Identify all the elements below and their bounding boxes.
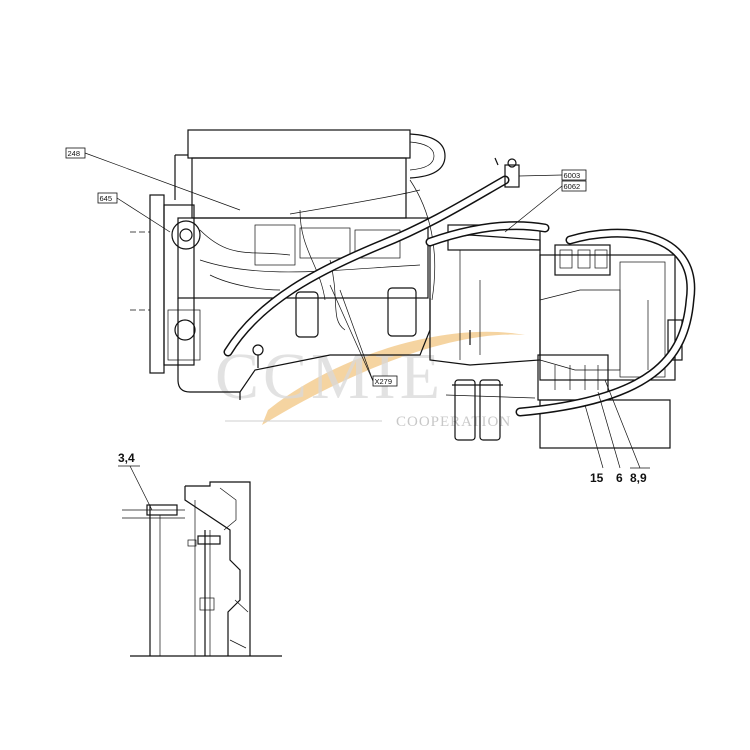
cylinder-head	[191, 157, 407, 219]
callout-645-label: 645	[100, 194, 113, 203]
valve-cover	[187, 129, 411, 159]
oil-pan	[177, 298, 431, 393]
callouts: 248 645 6003 6062 X279	[65, 147, 587, 387]
valve-block	[554, 244, 611, 276]
callout-6003-label: 6003	[564, 171, 581, 180]
callout-6062-label: 6062	[564, 182, 581, 191]
detail-view	[122, 481, 282, 657]
callout-6003: 6003	[518, 169, 587, 181]
transmission-assembly	[425, 221, 696, 449]
callout-6062: 6062	[504, 180, 587, 233]
cooler-right	[479, 379, 501, 441]
item-6: 6	[616, 471, 623, 485]
radiator-fan	[149, 194, 165, 374]
watermark: CCMIE COOPERATION	[215, 331, 525, 430]
control-unit	[537, 354, 609, 401]
fuel-filter	[387, 287, 417, 337]
callout-248-label: 248	[68, 149, 81, 158]
watermark-brand: CCMIE	[215, 340, 444, 413]
watermark-tagline: COOPERATION	[396, 414, 511, 430]
intake-elbow	[409, 133, 446, 179]
front-cover	[163, 204, 195, 366]
flywheel-housing	[429, 234, 541, 366]
item-8-9: 8,9	[630, 471, 647, 485]
callout-x279-label: X279	[375, 377, 393, 386]
oil-filter	[295, 291, 319, 338]
detail-bolt	[146, 504, 178, 516]
watermark-swoosh	[262, 331, 525, 425]
engine-block	[177, 217, 429, 299]
pulley	[171, 220, 201, 250]
callout-x279: X279	[329, 284, 398, 387]
item-3-4: 3,4	[118, 451, 135, 465]
callout-645: 645	[97, 192, 171, 233]
item-numbers: 15 6 8,9 3,4	[118, 379, 650, 511]
item-15: 15	[590, 471, 604, 485]
detail-housing	[185, 481, 251, 656]
engine-assembly	[130, 129, 520, 400]
cooler-left	[454, 379, 476, 441]
callout-248: 248	[65, 147, 241, 211]
